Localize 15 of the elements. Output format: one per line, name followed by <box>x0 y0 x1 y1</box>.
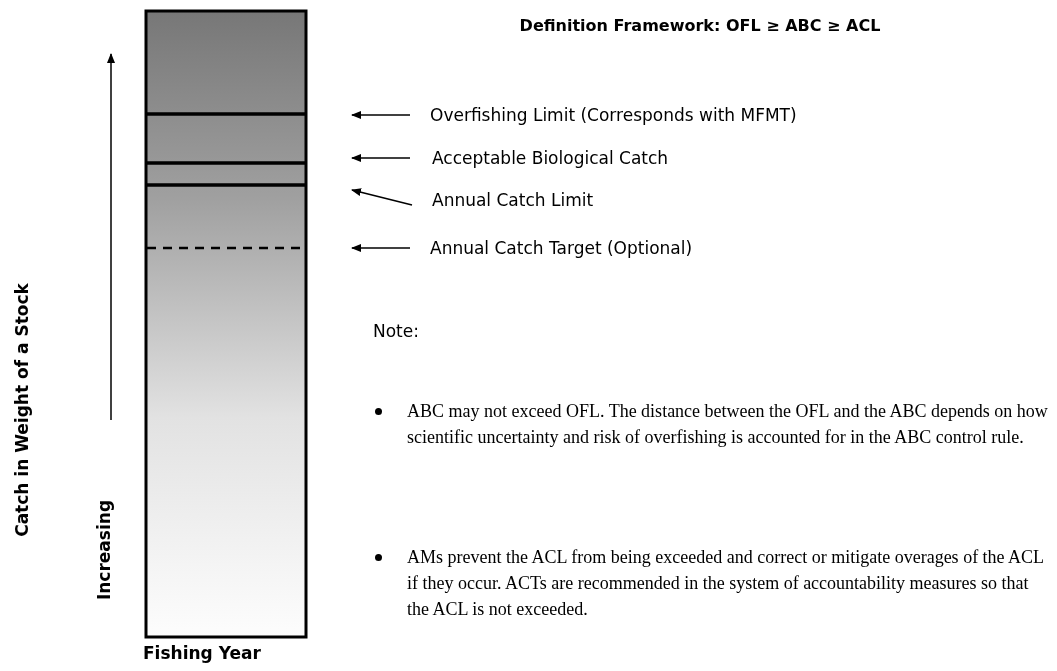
annotation-label: Overfishing Limit (Corresponds with MFMT) <box>430 103 797 127</box>
title: Definition Framework: OFL ≥ ABC ≥ ACL <box>518 16 882 35</box>
annotation-label: Acceptable Biological Catch <box>432 146 669 170</box>
arrow <box>351 244 411 252</box>
bullet-text: AMs prevent the ACL from being exceeded and correct or mitigate overages of the ACL if they occur. ACTs are recommended in the system of accountability measures so that the ACL is not exceeded. <box>407 546 1045 621</box>
axis-label: Catch in Weight of a Stock <box>12 283 32 537</box>
arrow <box>351 111 411 119</box>
axis-label: Increasing <box>94 499 114 601</box>
annotation-label: Annual Catch Target (Optional) <box>430 236 693 260</box>
note-heading: Note: <box>373 321 419 341</box>
arrow <box>351 154 411 162</box>
bullet-text: ABC may not exceed OFL. The distance between the OFL and the ABC depends on how scientific uncertainty and risk of overfishing is accounted for in the ABC control rule. <box>407 400 1049 449</box>
annotation-label: Annual Catch Limit <box>432 188 594 212</box>
arrow <box>351 188 413 206</box>
axis-label: Fishing Year <box>143 643 261 663</box>
